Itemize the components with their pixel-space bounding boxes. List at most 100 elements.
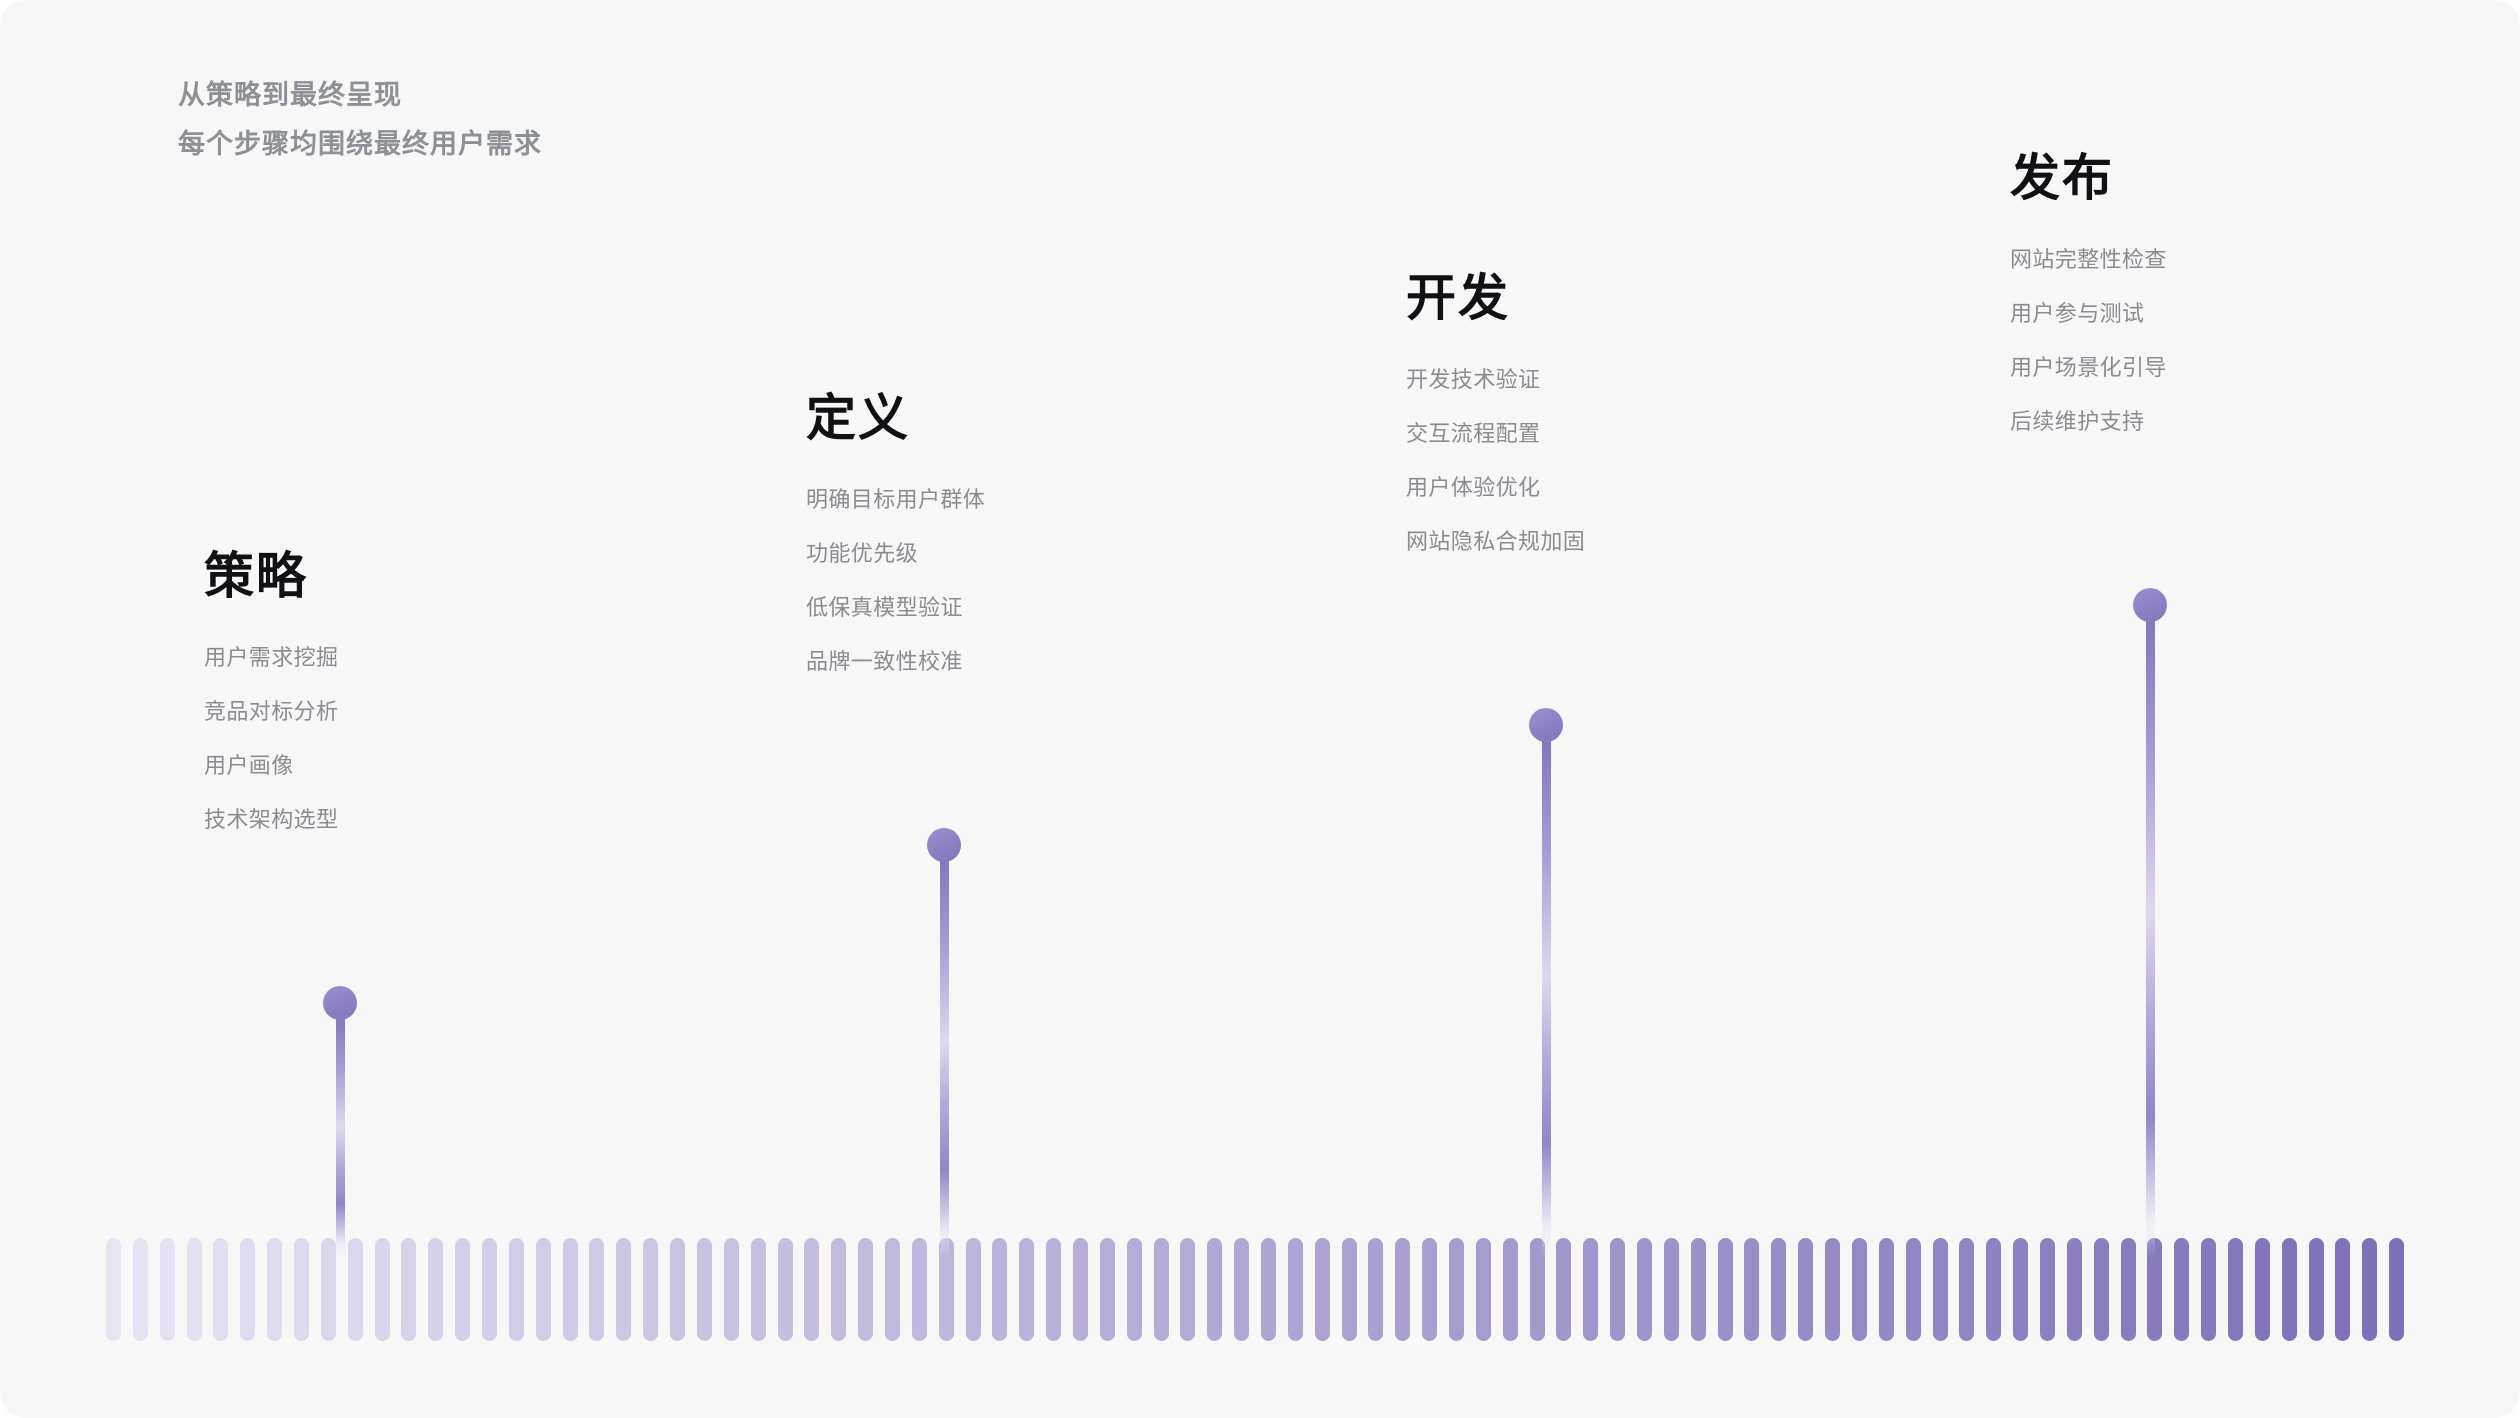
axis-bar bbox=[1207, 1238, 1223, 1341]
stage-item: 用户场景化引导 bbox=[2010, 354, 2167, 380]
axis-bar bbox=[938, 1238, 954, 1341]
axis-bar bbox=[132, 1238, 148, 1341]
axis-bar bbox=[2201, 1238, 2217, 1341]
axis-bar bbox=[1153, 1238, 1169, 1341]
axis-bar bbox=[2093, 1238, 2109, 1341]
axis-bar bbox=[858, 1238, 874, 1341]
stage-item-list: 网站完整性检查用户参与测试用户场景化引导后续维护支持 bbox=[2010, 246, 2167, 434]
axis-bar bbox=[1126, 1238, 1142, 1341]
stage-column-2: 定义明确目标用户群体功能优先级低保真模型验证品牌一致性校准 bbox=[806, 392, 985, 705]
stage-item: 功能优先级 bbox=[806, 540, 919, 566]
stage-item: 开发技术验证 bbox=[1406, 366, 1541, 392]
axis-bar bbox=[535, 1238, 551, 1341]
header-block: 从策略到最终呈现 每个步骤均围绕最终用户需求 bbox=[178, 82, 542, 180]
stage-item: 用户画像 bbox=[204, 752, 294, 778]
axis-bar bbox=[1368, 1238, 1384, 1341]
axis-bar bbox=[1287, 1238, 1303, 1341]
axis-bar bbox=[2389, 1238, 2405, 1341]
stage-title: 开发 bbox=[1406, 270, 1510, 326]
axis-bar bbox=[1475, 1238, 1491, 1341]
axis-bar bbox=[562, 1238, 578, 1341]
stage-column-1: 策略用户需求挖掘竞品对标分析用户画像技术架构选型 bbox=[204, 550, 338, 863]
stage-marker-dot[interactable] bbox=[323, 986, 357, 1020]
axis-bar bbox=[159, 1238, 175, 1341]
stage-marker-dot[interactable] bbox=[2133, 588, 2167, 622]
axis-bar bbox=[750, 1238, 766, 1341]
gradient-bar-axis bbox=[106, 1238, 2416, 1341]
stage-title: 发布 bbox=[2010, 150, 2114, 206]
stage-title: 策略 bbox=[204, 548, 308, 604]
axis-bar bbox=[1771, 1238, 1787, 1341]
axis-bar bbox=[455, 1238, 471, 1341]
axis-bar bbox=[616, 1238, 632, 1341]
axis-bar bbox=[320, 1238, 336, 1341]
stage-stem-line bbox=[1542, 737, 1551, 1258]
stage-item: 明确目标用户群体 bbox=[806, 486, 986, 512]
axis-bar bbox=[2227, 1238, 2243, 1341]
axis-bar bbox=[294, 1238, 310, 1341]
axis-bar bbox=[1932, 1238, 1948, 1341]
axis-bar bbox=[1851, 1238, 1867, 1341]
axis-bar bbox=[2039, 1238, 2055, 1341]
axis-bar bbox=[2308, 1238, 2324, 1341]
axis-bar bbox=[1395, 1238, 1411, 1341]
axis-bar bbox=[804, 1238, 820, 1341]
axis-bar bbox=[1314, 1238, 1330, 1341]
stage-item: 网站完整性检查 bbox=[2010, 246, 2167, 272]
axis-bar bbox=[1556, 1238, 1572, 1341]
axis-bar bbox=[884, 1238, 900, 1341]
axis-bar bbox=[482, 1238, 498, 1341]
axis-bar bbox=[186, 1238, 202, 1341]
stage-item-list: 用户需求挖掘竞品对标分析用户画像技术架构选型 bbox=[204, 644, 339, 832]
axis-bar bbox=[1825, 1238, 1841, 1341]
axis-bar bbox=[213, 1238, 229, 1341]
axis-bar bbox=[1878, 1238, 1894, 1341]
axis-bar bbox=[589, 1238, 605, 1341]
stage-title: 定义 bbox=[806, 390, 910, 446]
axis-bar bbox=[723, 1238, 739, 1341]
axis-bar bbox=[1341, 1238, 1357, 1341]
stage-item: 用户体验优化 bbox=[1406, 474, 1541, 500]
axis-bar bbox=[428, 1238, 444, 1341]
stage-item: 竞品对标分析 bbox=[204, 698, 339, 724]
axis-bar bbox=[1905, 1238, 1921, 1341]
axis-bar bbox=[1986, 1238, 2002, 1341]
axis-bar bbox=[2335, 1238, 2351, 1341]
stage-marker-dot[interactable] bbox=[1529, 708, 1563, 742]
axis-bar bbox=[1261, 1238, 1276, 1341]
axis-bar bbox=[777, 1238, 793, 1341]
axis-bar bbox=[965, 1238, 981, 1341]
stage-item: 技术架构选型 bbox=[204, 806, 339, 832]
stage-item: 用户需求挖掘 bbox=[204, 644, 339, 670]
axis-bar bbox=[1180, 1238, 1196, 1341]
axis-bar bbox=[1744, 1238, 1760, 1341]
axis-bar bbox=[1717, 1238, 1733, 1341]
axis-bar bbox=[1422, 1238, 1438, 1341]
axis-bar bbox=[2147, 1238, 2163, 1341]
axis-bar bbox=[1798, 1238, 1814, 1341]
axis-bar bbox=[1019, 1238, 1035, 1341]
stage-item-list: 开发技术验证交互流程配置用户体验优化网站隐私合规加固 bbox=[1406, 366, 1586, 554]
axis-bar bbox=[696, 1238, 712, 1341]
axis-bar bbox=[1663, 1238, 1679, 1341]
axis-bar bbox=[2281, 1238, 2297, 1341]
axis-bar bbox=[267, 1238, 283, 1341]
axis-bar bbox=[374, 1238, 390, 1341]
axis-bar bbox=[1610, 1238, 1626, 1341]
stage-item: 网站隐私合规加固 bbox=[1406, 528, 1586, 554]
axis-bar bbox=[2362, 1238, 2378, 1341]
axis-bar bbox=[106, 1238, 121, 1341]
axis-bar bbox=[1637, 1238, 1653, 1341]
stage-item-list: 明确目标用户群体功能优先级低保真模型验证品牌一致性校准 bbox=[806, 486, 986, 673]
axis-bar bbox=[1529, 1238, 1545, 1341]
stage-stem-line bbox=[336, 1015, 345, 1258]
axis-bar bbox=[1046, 1238, 1062, 1341]
stage-stem-line bbox=[2146, 617, 2155, 1258]
axis-bar bbox=[1234, 1238, 1250, 1341]
stage-item: 后续维护支持 bbox=[2010, 408, 2145, 434]
stage-marker-dot[interactable] bbox=[927, 828, 961, 862]
axis-bar bbox=[1502, 1238, 1518, 1341]
header-title-line-1: 从策略到最终呈现 bbox=[178, 80, 402, 110]
axis-bar bbox=[2013, 1238, 2029, 1341]
